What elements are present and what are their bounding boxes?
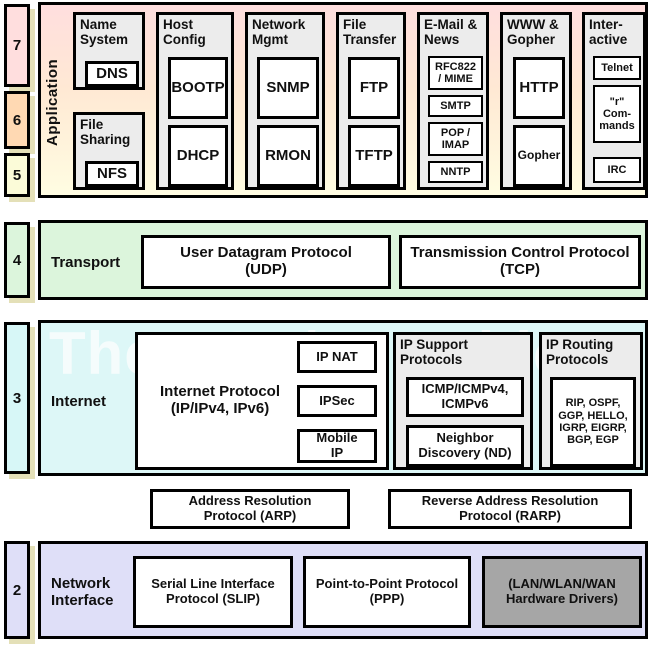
group-network-mgmt: Network Mgmt SNMP RMON (245, 12, 325, 190)
protocol-icmp[interactable]: ICMP/ICMPv4, ICMPv6 (406, 377, 524, 417)
network-interface-layer-label: Network Interface (51, 575, 114, 610)
group-name-system: Name System DNS (73, 12, 145, 90)
protocol-telnet[interactable]: Telnet (593, 56, 641, 80)
protocol-tcp[interactable]: Transmission Control Protocol (TCP) (399, 235, 641, 289)
network-interface-layer-band: Network Interface Serial Line Interface … (38, 541, 648, 639)
osi-layer-number-3: 3 (4, 322, 30, 474)
group-file-transfer: File Transfer FTP TFTP (336, 12, 406, 190)
protocol-nfs[interactable]: NFS (85, 161, 139, 187)
group-title: WWW & Gopher (507, 17, 559, 47)
protocol-nntp[interactable]: NNTP (428, 161, 483, 183)
protocol-tftp[interactable]: TFTP (348, 125, 400, 187)
protocol-rfc822-mime[interactable]: RFC822 / MIME (428, 56, 483, 90)
osi-layer-number-label: 4 (12, 251, 22, 269)
group-title: Inter- active (589, 17, 628, 47)
protocol-irc[interactable]: IRC (593, 157, 641, 183)
protocol-dns[interactable]: DNS (85, 61, 139, 87)
protocol-ftp[interactable]: FTP (348, 57, 400, 119)
osi-layer-number-label: 2 (12, 581, 22, 599)
osi-layer-number-label: 6 (12, 111, 22, 129)
protocol-rmon[interactable]: RMON (257, 125, 319, 187)
protocol-snmp[interactable]: SNMP (257, 57, 319, 119)
group-title: File Transfer (343, 17, 397, 47)
application-layer-band: Application Name System DNS File Sharing… (38, 2, 648, 198)
protocol-bootp[interactable]: BOOTP (168, 57, 228, 119)
internet-layer-band: The TCP/IP Guide Internet Internet Proto… (38, 320, 648, 476)
protocol-dhcp[interactable]: DHCP (168, 125, 228, 187)
osi-layer-number-7: 7 (4, 4, 30, 87)
protocol-hardware-drivers[interactable]: (LAN/WLAN/WAN Hardware Drivers) (482, 556, 642, 628)
group-interactive: Inter- active Telnet "r" Com- mands IRC (582, 12, 645, 190)
protocol-r-commands[interactable]: "r" Com- mands (593, 85, 641, 143)
application-layer-label: Application (44, 58, 61, 146)
osi-layer-number-4: 4 (4, 222, 30, 298)
protocol-arp[interactable]: Address Resolution Protocol (ARP) (150, 489, 350, 529)
protocol-smtp[interactable]: SMTP (428, 95, 483, 117)
protocol-pop-imap[interactable]: POP / IMAP (428, 122, 483, 156)
group-title: IP Routing Protocols (546, 337, 614, 367)
osi-layer-number-6: 6 (4, 91, 30, 149)
osi-layer-number-label: 7 (12, 37, 22, 54)
group-title: E-Mail & News (424, 17, 478, 47)
protocol-ppp[interactable]: Point-to-Point Protocol (PPP) (303, 556, 471, 628)
group-title: Network Mgmt (252, 17, 306, 47)
group-email-news: E-Mail & News RFC822 / MIME SMTP POP / I… (417, 12, 489, 190)
protocol-mobile-ip[interactable]: Mobile IP (297, 429, 377, 463)
protocol-http[interactable]: HTTP (513, 57, 565, 119)
internet-layer-label: Internet (51, 393, 107, 410)
protocol-slip[interactable]: Serial Line Interface Protocol (SLIP) (133, 556, 293, 628)
protocol-gopher[interactable]: Gopher (513, 125, 565, 187)
osi-layer-number-5: 5 (4, 153, 30, 197)
protocol-udp[interactable]: User Datagram Protocol (UDP) (141, 235, 391, 289)
protocol-rarp[interactable]: Reverse Address Resolution Protocol (RAR… (388, 489, 632, 529)
transport-layer-band: Transport User Datagram Protocol (UDP) T… (38, 220, 648, 300)
protocol-ip-nat[interactable]: IP NAT (297, 341, 377, 373)
group-title: IP Support Protocols (400, 337, 469, 367)
group-ip-support-protocols: IP Support Protocols ICMP/ICMPv4, ICMPv6… (393, 332, 533, 470)
group-www-gopher: WWW & Gopher HTTP Gopher (500, 12, 572, 190)
group-title: Host Config (163, 17, 206, 47)
group-title: File Sharing (80, 117, 131, 147)
protocol-neighbor-discovery[interactable]: Neighbor Discovery (ND) (406, 425, 524, 467)
group-title: Name System (80, 17, 129, 47)
protocol-routing-list[interactable]: RIP, OSPF, GGP, HELLO, IGRP, EIGRP, BGP,… (550, 377, 636, 467)
osi-layer-number-label: 5 (12, 166, 22, 184)
osi-layer-number-label: 3 (12, 389, 22, 407)
transport-layer-label: Transport (51, 254, 121, 271)
group-host-config: Host Config BOOTP DHCP (156, 12, 234, 190)
group-ip-routing-protocols: IP Routing Protocols RIP, OSPF, GGP, HEL… (539, 332, 643, 470)
protocol-ipsec[interactable]: IPSec (297, 385, 377, 417)
group-file-sharing: File Sharing NFS (73, 112, 145, 190)
osi-layer-number-2: 2 (4, 541, 30, 639)
